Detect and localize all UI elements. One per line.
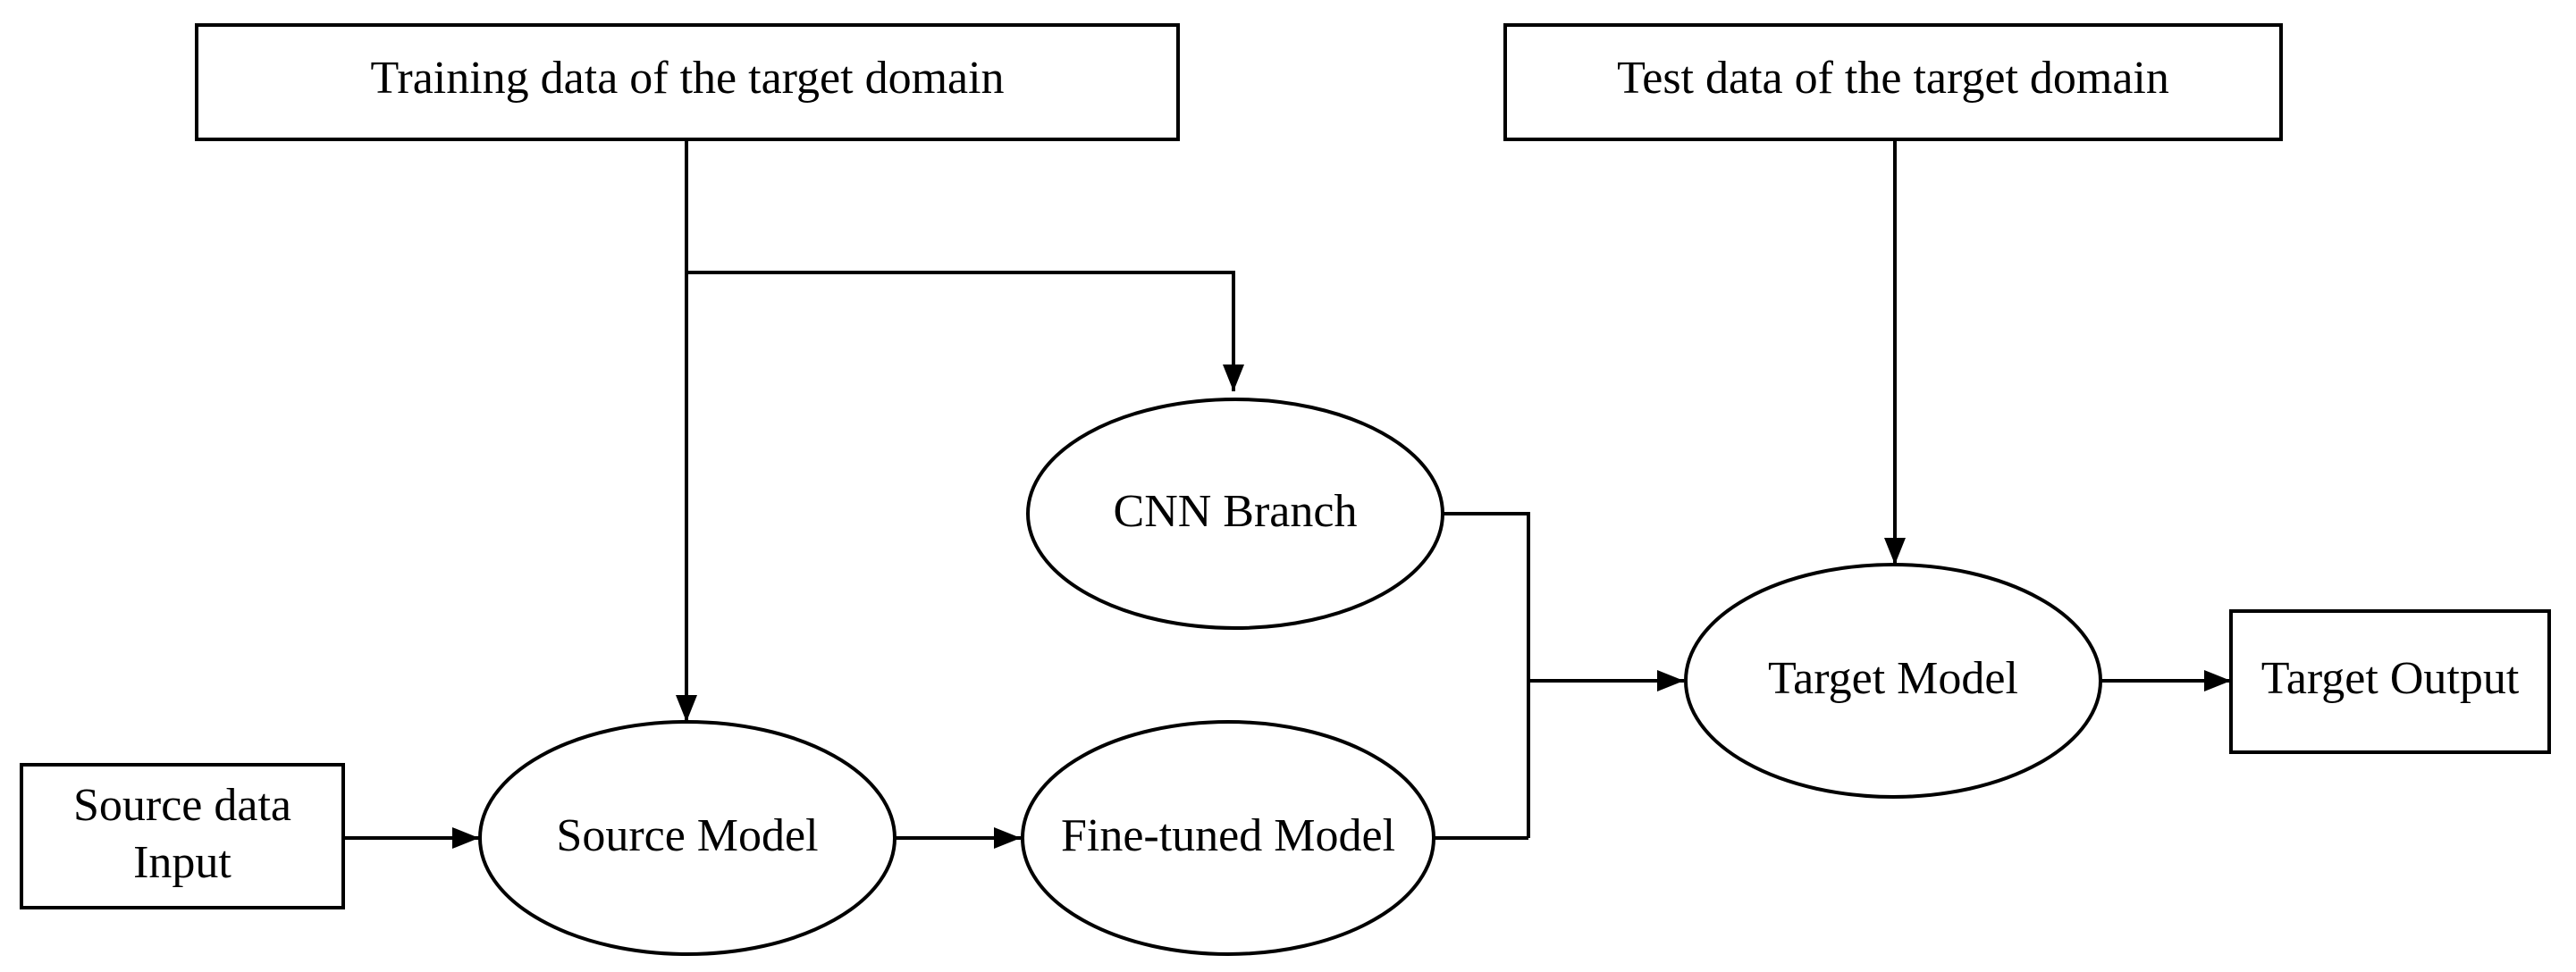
target-output-node: Target Output — [2229, 609, 2551, 754]
source-model-node: Source Model — [478, 720, 897, 956]
training-data-box — [195, 23, 1180, 141]
test-data-label: Test data of the target domain — [1617, 53, 2169, 104]
source-model-ellipse — [478, 720, 897, 956]
cnn-branch-label: CNN Branch — [1114, 486, 1358, 537]
edge-cnn-to-junction — [1443, 512, 1530, 838]
target-output-box — [2229, 609, 2551, 754]
source-model-label: Source Model — [556, 810, 818, 861]
test-data-node: Test data of the target domain — [1503, 23, 2283, 141]
target-output-label: Target Output — [2261, 653, 2520, 704]
fine-tuned-model-ellipse — [1021, 720, 1435, 956]
cnn-branch-node: CNN Branch — [1026, 398, 1444, 630]
source-input-label-line2: Input — [133, 837, 232, 888]
test-data-box — [1503, 23, 2283, 141]
fine-tuned-model-node: Fine-tuned Model — [1021, 720, 1435, 956]
target-model-node: Target Model — [1684, 563, 2102, 799]
training-data-label: Training data of the target domain — [370, 53, 1004, 104]
edge-training-to-cnn-branch — [686, 271, 1244, 391]
fine-tuned-model-label: Fine-tuned Model — [1061, 810, 1395, 861]
source-input-box — [20, 763, 345, 909]
target-model-label: Target Model — [1768, 653, 2018, 704]
target-model-ellipse — [1684, 563, 2102, 799]
edges — [343, 139, 2231, 849]
training-data-node: Training data of the target domain — [195, 23, 1180, 141]
source-input-label-line1: Source data — [73, 780, 291, 831]
source-input-node: Source data Input — [20, 763, 345, 909]
cnn-branch-ellipse — [1026, 398, 1444, 630]
